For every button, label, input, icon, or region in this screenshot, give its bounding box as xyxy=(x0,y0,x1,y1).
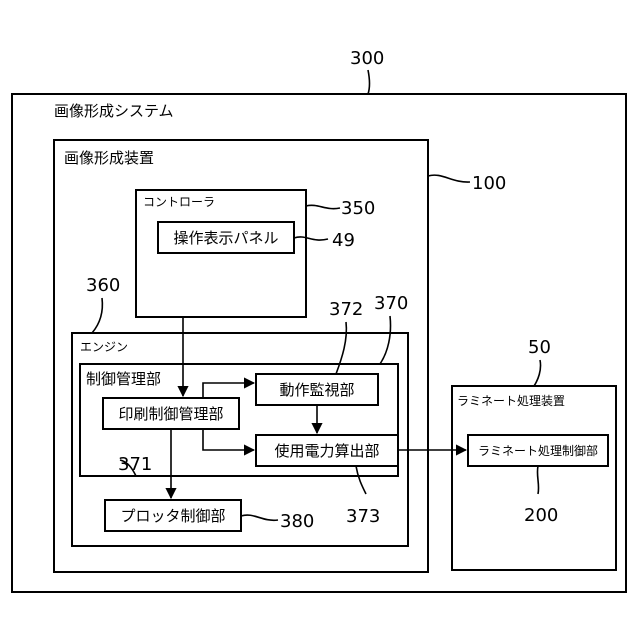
system-ref-leader xyxy=(368,70,370,94)
laminate-ctrl-label: ラミネート処理制御部 xyxy=(478,443,598,458)
controller-label: コントローラ xyxy=(143,195,215,209)
laminate-device-box xyxy=(452,386,616,570)
print-ctrl-label: 印刷制御管理部 xyxy=(118,405,223,423)
panel-label: 操作表示パネル xyxy=(173,229,278,247)
apparatus-ref: 100 xyxy=(472,173,506,194)
control-mgmt-ref: 370 xyxy=(374,293,408,314)
laminate-device-ref: 50 xyxy=(528,337,551,358)
engine-label: エンジン xyxy=(80,340,128,354)
controller-ref: 350 xyxy=(341,198,375,219)
op-monitor-label: 動作監視部 xyxy=(279,381,354,399)
apparatus-label: 画像形成装置 xyxy=(64,149,154,167)
power-calc-ref: 373 xyxy=(346,506,380,527)
print-ctrl-ref: 371 xyxy=(118,454,152,475)
panel-ref: 49 xyxy=(332,230,355,251)
engine-ref: 360 xyxy=(86,275,120,296)
power-calc-label: 使用電力算出部 xyxy=(274,442,379,460)
control-mgmt-label: 制御管理部 xyxy=(86,370,161,388)
plotter-ctrl-label: プロッタ制御部 xyxy=(120,507,225,525)
plotter-ctrl-ref: 380 xyxy=(280,511,314,532)
system-label: 画像形成システム xyxy=(54,102,174,120)
laminate-ctrl-ref: 200 xyxy=(524,505,558,526)
laminate-device-label: ラミネート処理装置 xyxy=(457,394,565,408)
op-monitor-ref: 372 xyxy=(329,299,363,320)
system-ref: 300 xyxy=(350,48,384,69)
